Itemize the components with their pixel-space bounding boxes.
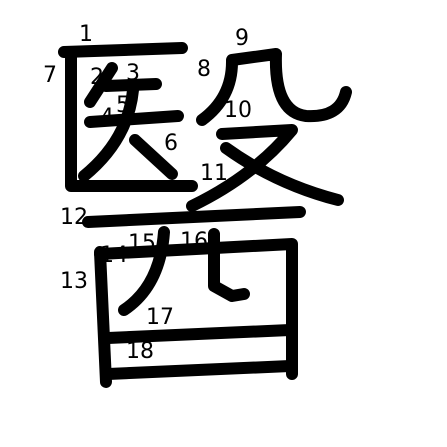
stroke-number-15: 15: [128, 231, 156, 256]
stroke-number-4: 4: [100, 105, 114, 130]
stroke-number-2: 2: [90, 65, 104, 90]
stroke-number-8: 8: [197, 57, 211, 82]
stroke-5: [78, 84, 139, 182]
stroke-number-12: 12: [60, 205, 88, 230]
stroke-number-14: 14: [100, 243, 128, 268]
stroke-1: [58, 42, 188, 58]
stroke-number-9: 9: [235, 26, 249, 51]
stroke-number-labels: 1 2 3 4 5 6 7 8 9 10 11 12 13 14 15 16 1…: [43, 22, 252, 364]
stroke-number-5: 5: [116, 93, 130, 118]
stroke-13: [94, 246, 112, 388]
stroke-11: [220, 142, 344, 206]
stroke-number-13: 13: [60, 269, 88, 294]
stroke-number-18: 18: [126, 339, 154, 364]
stroke-15: [118, 226, 170, 316]
stroke-16: [208, 228, 250, 302]
stroke-number-17: 17: [146, 305, 174, 330]
character-strokes: [58, 42, 352, 388]
stroke-number-7: 7: [43, 63, 57, 88]
stroke-number-3: 3: [126, 61, 140, 86]
stroke-18: [102, 360, 296, 380]
stroke-12: [82, 206, 306, 228]
stroke-17: [102, 324, 296, 344]
stroke-4: [84, 110, 184, 128]
stroke-number-11: 11: [200, 161, 228, 186]
stroke-6: [129, 134, 178, 180]
stroke-7: [65, 48, 198, 192]
stroke-number-16: 16: [180, 229, 208, 254]
stroke-number-6: 6: [164, 131, 178, 156]
stroke-number-1: 1: [79, 22, 93, 47]
stroke-9: [226, 48, 352, 123]
stroke-number-10: 10: [224, 98, 252, 123]
stroke-8: [196, 56, 238, 126]
